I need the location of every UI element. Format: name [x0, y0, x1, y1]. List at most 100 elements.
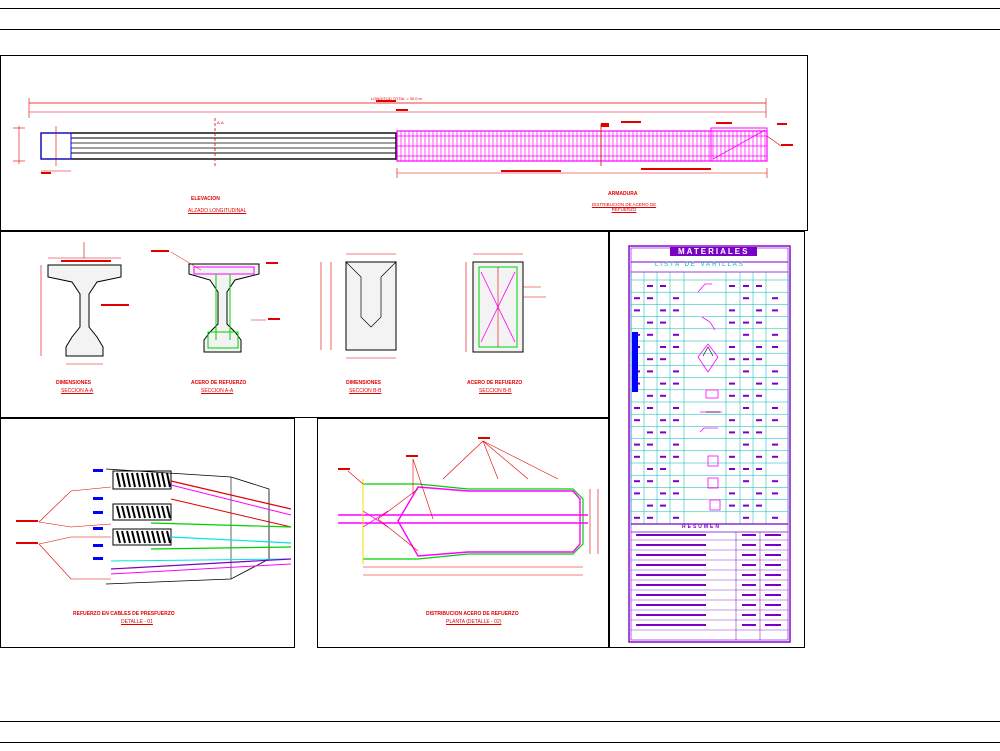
spiral-mark: [166, 505, 171, 519]
table-cell-mark: [634, 443, 640, 446]
table-cell-mark: [756, 492, 762, 495]
summary-value-mark: [742, 584, 756, 586]
schedule-footer-title: RESUMEN: [682, 524, 722, 530]
summary-value-mark: [742, 544, 756, 546]
table-cell-mark: [647, 504, 653, 507]
spiral-mark: [151, 472, 156, 488]
table-cell-mark: [756, 358, 762, 361]
detail-right-drawing: [338, 437, 599, 576]
table-cell-mark: [647, 321, 653, 324]
table-cell-mark: [743, 333, 749, 336]
spiral-mark: [116, 505, 121, 519]
table-cell-mark: [743, 321, 749, 324]
summary-label-mark: [636, 564, 706, 566]
elevation-length-label: LONGITUD TOTAL = 30.0 m: [371, 96, 422, 101]
table-cell-mark: [673, 492, 679, 495]
spiral-mark: [166, 472, 171, 488]
spiral-mark: [146, 505, 151, 519]
table-cell-mark: [634, 516, 640, 519]
table-cell-mark: [634, 407, 640, 409]
table-cell-mark: [673, 382, 679, 385]
schedule-drawing: [628, 245, 791, 643]
table-cell-mark: [729, 321, 735, 324]
summary-value-mark: [742, 614, 756, 616]
table-cell-mark: [772, 516, 778, 519]
table-cell-mark: [660, 309, 666, 312]
table-cell-mark: [647, 443, 653, 446]
sections-panel: DIMENSIONES SECCION A-A ACERO DE REFUERZ…: [0, 231, 609, 418]
spiral-mark: [121, 472, 126, 488]
detail-left-panel: REFUERZO EN CABLES DE PRESFUERZO DETALLE…: [0, 418, 295, 648]
table-cell-mark: [756, 504, 762, 507]
summary-total-mark: [765, 534, 781, 536]
spiral-mark: [151, 505, 156, 519]
detail-left-drawing: [16, 468, 292, 585]
table-cell-mark: [756, 382, 762, 385]
table-cell-mark: [647, 480, 653, 483]
table-cell-mark: [673, 419, 679, 422]
table-cell-mark: [772, 346, 778, 348]
table-cell-mark: [673, 455, 679, 458]
table-cell-mark: [634, 297, 640, 300]
table-cell-mark: [743, 297, 749, 300]
table-cell-mark: [634, 480, 640, 483]
table-cell-mark: [647, 516, 653, 519]
spiral-mark: [166, 530, 171, 544]
summary-label-mark: [636, 544, 706, 546]
spiral-mark: [131, 472, 136, 488]
table-cell-mark: [660, 455, 666, 458]
table-cell-mark: [743, 394, 749, 397]
section-2-title: ACERO DE REFUERZO: [191, 380, 247, 386]
table-cell-mark: [660, 346, 666, 348]
table-cell-mark: [743, 504, 749, 507]
section-4-reinforcement: [465, 253, 546, 353]
prestress-title: ARMADURA: [608, 191, 638, 197]
summary-label-mark: [636, 554, 706, 556]
table-cell-mark: [660, 504, 666, 507]
elevation-subtitle: ALZADO LONGITUDINAL: [188, 208, 247, 214]
summary-label-mark: [636, 604, 706, 606]
table-cell-mark: [743, 370, 749, 373]
table-cell-mark: [660, 394, 666, 397]
table-cell-mark: [756, 321, 762, 324]
table-cell-mark: [729, 431, 735, 434]
summary-value-mark: [742, 594, 756, 596]
table-cell-mark: [772, 370, 778, 373]
sheet-top-line-2: [0, 29, 1000, 30]
summary-total-mark: [765, 624, 781, 626]
table-cell-mark: [660, 492, 666, 495]
table-cell-mark: [634, 309, 640, 312]
table-cell-mark: [772, 297, 778, 300]
section-1-title: DIMENSIONES: [56, 380, 92, 386]
table-cell-mark: [729, 285, 735, 287]
spiral-mark: [136, 530, 141, 544]
section-1-dimensions: [40, 242, 129, 365]
table-cell-mark: [660, 321, 666, 324]
table-cell-mark: [743, 468, 749, 470]
table-cell-mark: [772, 309, 778, 312]
table-cell-mark: [660, 358, 666, 361]
section-3-subtitle: SECCION B-B: [349, 388, 382, 394]
table-cell-mark: [660, 285, 666, 287]
table-cell-mark: [673, 333, 679, 336]
table-cell-mark: [647, 297, 653, 300]
table-cell-mark: [772, 382, 778, 385]
spiral-mark: [151, 530, 156, 544]
sheet-top-line-1: [0, 8, 1000, 9]
summary-value-mark: [742, 554, 756, 556]
summary-value-mark: [742, 534, 756, 536]
table-cell-mark: [756, 431, 762, 434]
summary-total-mark: [765, 614, 781, 616]
table-cell-mark: [729, 382, 735, 385]
summary-value-mark: [742, 604, 756, 606]
table-cell-mark: [756, 309, 762, 312]
table-cell-mark: [772, 443, 778, 446]
spiral-mark: [161, 505, 166, 519]
section-4-subtitle: SECCION B-B: [479, 388, 512, 394]
table-cell-mark: [660, 431, 666, 434]
table-cell-mark: [729, 468, 735, 470]
table-cell-mark: [647, 285, 653, 287]
summary-value-mark: [742, 564, 756, 566]
section-2-reinforcement: [151, 250, 280, 353]
summary-label-mark: [636, 584, 706, 586]
